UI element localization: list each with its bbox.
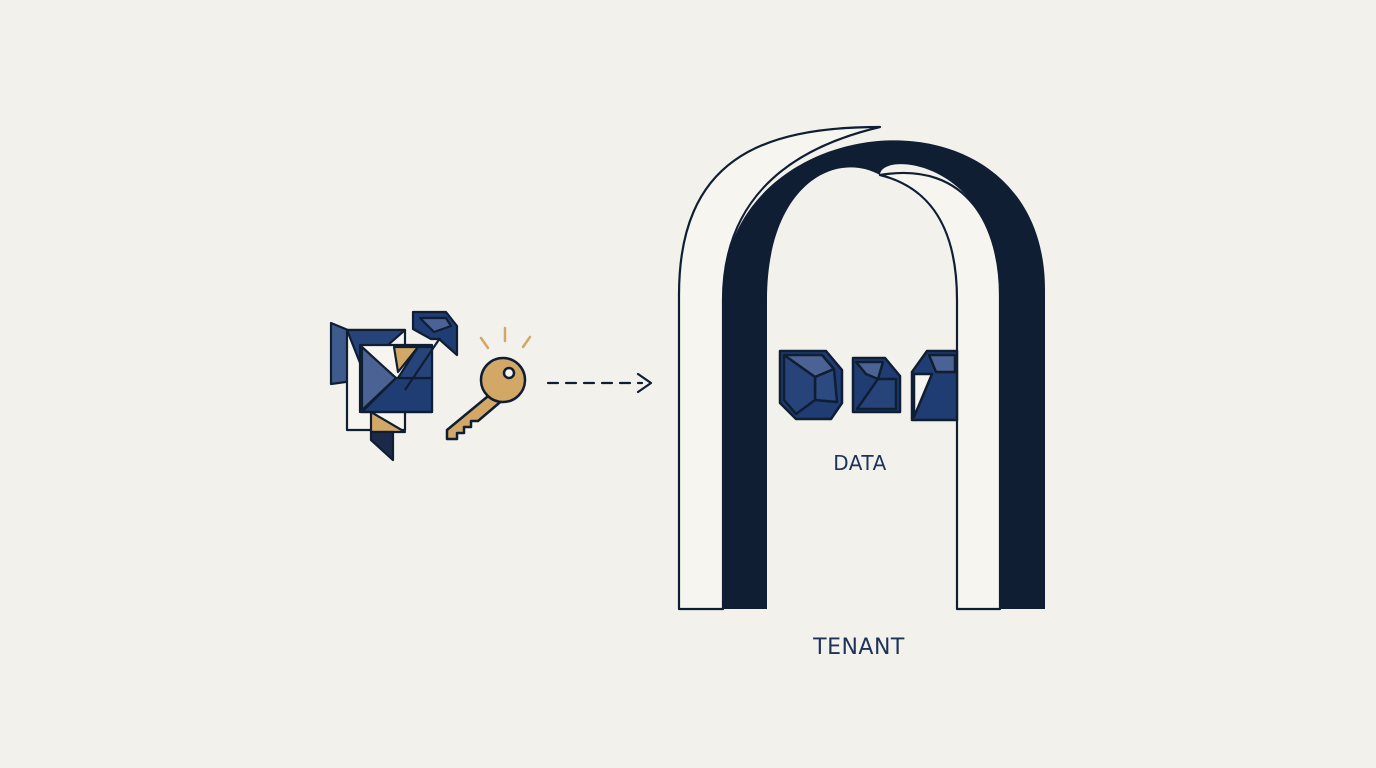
data-label: DATA (833, 451, 887, 475)
tenant-arch-icon (677, 125, 1045, 611)
geometric-blocks-icon (329, 310, 459, 462)
key-icon (445, 356, 527, 441)
dashed-arrow-icon (546, 372, 653, 394)
tenant-label: TENANT (813, 635, 905, 660)
data-cube-icon (851, 356, 902, 414)
key-shine-icon (479, 326, 532, 350)
data-cube-icon (778, 349, 844, 421)
data-cube-icon (910, 349, 959, 422)
